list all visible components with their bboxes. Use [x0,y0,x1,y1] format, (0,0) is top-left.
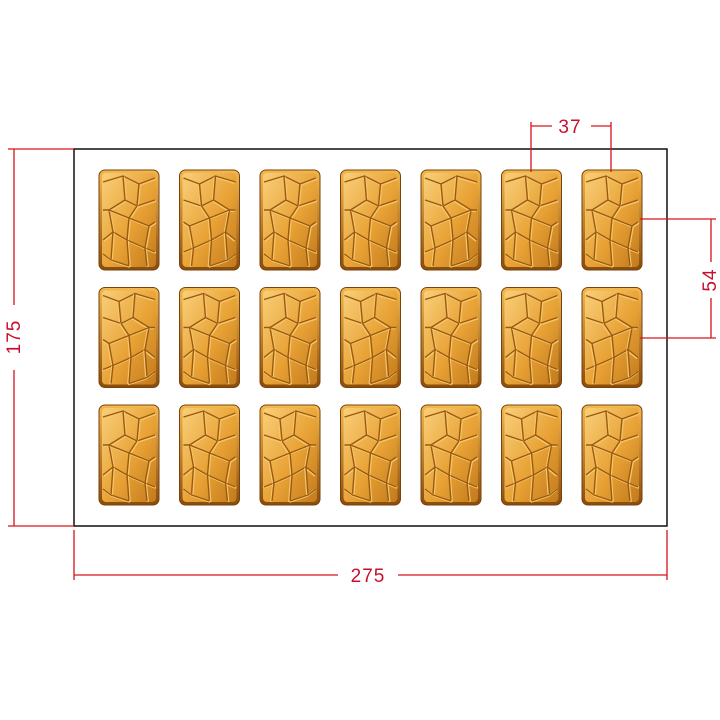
cavity [420,404,482,506]
crack-pattern [102,175,157,268]
pitch-dimension [530,122,612,172]
cavity-grid [98,169,643,506]
cavity [581,287,643,388]
crack-pattern [101,292,156,386]
crack-pattern [505,175,559,268]
cavity [501,404,562,506]
crack-pattern [344,410,398,503]
crack-pattern [585,410,640,503]
cavity [98,287,160,388]
cavity [340,169,401,271]
crack-pattern [344,175,398,268]
crack-pattern [504,410,558,503]
crack-pattern [183,292,237,386]
cavity [420,287,482,388]
crack-pattern [262,410,317,503]
crack-pattern [102,410,157,503]
cavity [501,169,562,271]
crack-pattern [263,175,318,268]
cavity [340,287,401,388]
cavity [581,169,643,271]
cavity [581,404,643,506]
crack-pattern [183,410,237,503]
cavity [179,169,240,271]
crack-pattern [424,292,479,386]
width-dimension [73,530,668,580]
height-dimension [8,148,74,527]
crack-pattern [424,410,479,503]
cavity [259,404,321,506]
cavity [98,169,160,271]
crack-pattern [584,292,639,386]
cavity [179,404,240,506]
crack-pattern [423,175,478,268]
cavity [501,287,562,388]
cavity [340,404,401,506]
crack-pattern [505,292,559,386]
crack-pattern [263,292,318,386]
cavity-height-dimension-label: 54 [700,268,720,291]
cavity [259,287,321,388]
crack-pattern [343,292,397,386]
cavity-height-dimension [640,218,716,339]
height-dimension-label: 175 [4,320,25,355]
cavity [259,169,321,271]
cavity [179,287,240,388]
width-dimension-label: 275 [351,566,386,587]
cavity [420,169,482,271]
pitch-dimension-label: 37 [558,117,581,138]
crack-pattern [585,175,640,268]
crack-pattern [182,175,236,268]
cavity [98,404,160,506]
